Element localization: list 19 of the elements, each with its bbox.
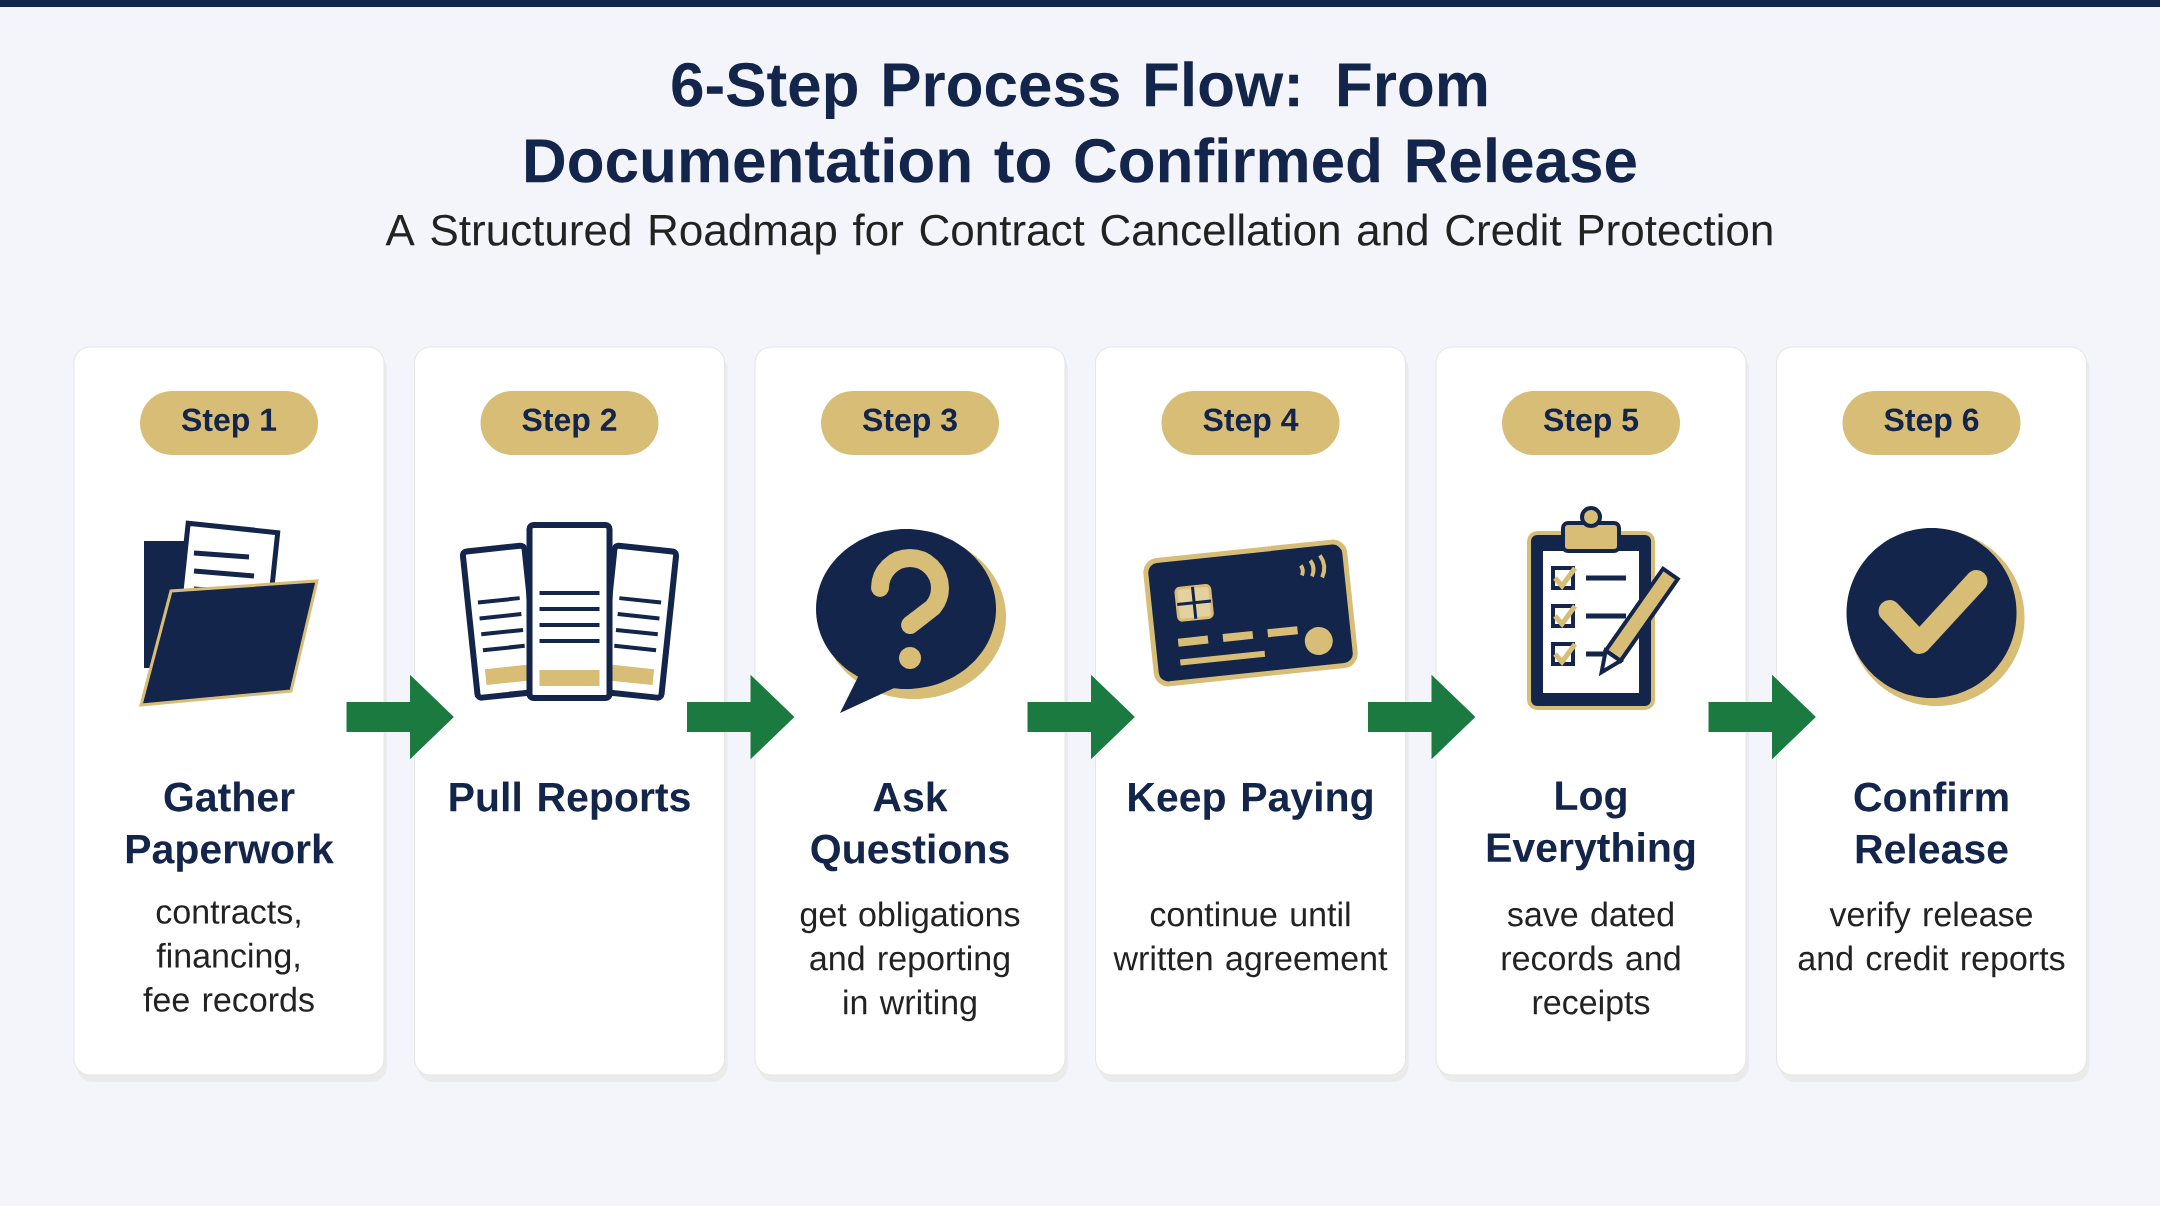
step-badge: Step 2 — [480, 391, 659, 455]
step-badge: Step 1 — [140, 391, 318, 455]
step-heading: Confirm Release — [1854, 781, 2008, 864]
step-description: verify release and credit reports — [1798, 901, 2065, 978]
step-heading: Keep Paying — [1129, 781, 1372, 820]
step-description: continue until written agreement — [1113, 901, 1388, 978]
step-description: get obligations and reporting in writing — [800, 901, 1020, 1022]
step-heading: Pull Reports — [450, 781, 690, 820]
step-badge: Step 4 — [1161, 391, 1340, 455]
step-heading: Gather Paperwork — [126, 781, 334, 872]
step-heading: Log Everything — [1487, 781, 1695, 871]
step-badge: Step 6 — [1842, 391, 2021, 455]
title: 6-Step Process Flow: From Documentation to Confirmed Release — [526, 61, 1636, 183]
subtitle: A Structured Roadmap for Contract Cancellation and Credit Protection — [385, 213, 1772, 255]
step-description: contracts, financing, fee records — [143, 901, 314, 1012]
step-badge: Step 5 — [1502, 391, 1680, 455]
step-description: save dated records and receipts — [1502, 901, 1680, 1022]
step-heading: Ask Questions — [811, 781, 1009, 872]
step-badge: Step 3 — [821, 391, 999, 455]
